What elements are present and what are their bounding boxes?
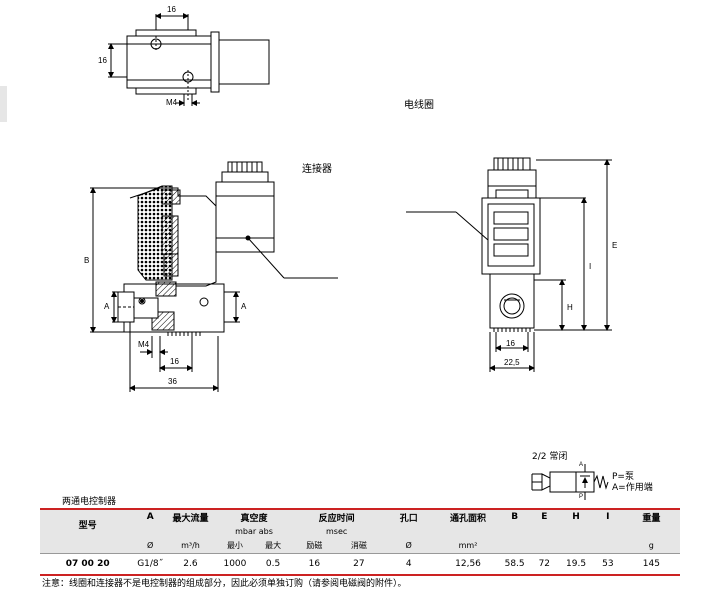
col-i: I [593,508,623,524]
front-h-dim: H [567,303,573,312]
unit-excite: 励磁 [292,538,337,554]
symbol-title: 2/2 常闭 [532,452,568,462]
header-row-units: mbar abs msec [40,524,680,538]
unit-dia-orifice: Ø [381,538,437,554]
table-title: 两通电控制器 [62,497,117,507]
symbol-port-a: A [579,462,584,468]
header-row-sub: Ø m³/h 最小 最大 励磁 消磁 Ø mm² g [40,538,680,554]
top-height-dim: 16 [98,56,107,65]
unit-flow: m³/h [165,538,216,554]
col-model: 型号 [40,508,136,538]
cell-weight: 145 [622,553,680,576]
symbol-port-p: P [579,494,584,500]
symbol-p-label: P=泵 [612,472,634,482]
cell-vac-max: 0.5 [254,553,293,576]
unit-release: 消磁 [336,538,382,554]
col-area: 通孔面积 [436,508,500,524]
col-b: B [499,508,530,524]
section-a-right-dim: A [241,302,247,311]
front-i-dim: I [589,262,592,271]
front-225-dim: 22,5 [504,358,520,367]
top-width-dim: 16 [167,5,176,14]
coil-label: 电线圈 [404,100,434,111]
footnote: 注意：线圈和连接器不是电控制器的组成部分，因此必须单独订购（请参阅电磁阀的附件）… [42,579,407,589]
cell-b: 58.5 [499,553,530,576]
cell-model: 07 00 20 [40,553,136,576]
top-m4-dim: M4 [166,98,178,107]
front-e-dim: E [612,241,618,250]
col-weight: 重量 [622,508,680,524]
unit-max: 最大 [254,538,293,554]
unit-min: 最小 [215,538,255,554]
front-view [406,157,612,372]
section-m4-dim: M4 [138,340,150,349]
col-h: H [559,508,594,524]
front-16-dim: 16 [506,339,515,348]
col-response: 反应时间 [292,508,382,524]
col-a: A [135,508,166,524]
unit-mbar: mbar abs [215,524,293,538]
table-row: 07 00 20 G1/8˝ 2.6 1000 0.5 16 27 4 12,5… [40,553,680,576]
side-tab [0,86,7,122]
section-b-dim: B [84,256,90,265]
cell-h: 19.5 [559,553,594,576]
cell-flow: 2.6 [165,553,216,576]
top-view [108,13,270,106]
spec-table: 型号 A 最大流量 真空度 反应时间 孔口 通孔面积 B E H I 重量 mb… [40,508,680,576]
col-e: E [529,508,560,524]
cell-release: 27 [336,553,382,576]
cell-area: 12,56 [436,553,500,576]
section-view [90,161,338,392]
cell-vac-min: 1000 [215,553,255,576]
unit-dia-a: Ø [135,538,166,554]
section-a-left-dim: A [104,302,110,311]
cell-a: G1/8˝ [135,553,166,576]
cell-orifice: 4 [381,553,437,576]
valve-symbol [531,464,609,500]
col-orifice: 孔口 [381,508,437,524]
header-row: 型号 A 最大流量 真空度 反应时间 孔口 通孔面积 B E H I 重量 [40,508,680,538]
col-vacuum: 真空度 [215,508,293,524]
section-36-dim: 36 [168,377,177,386]
connector-label: 连接器 [302,164,332,175]
unit-g: g [622,538,680,554]
cell-i: 53 [593,553,623,576]
section-16-dim: 16 [170,357,179,366]
unit-mm2: mm² [436,538,500,554]
unit-msec: msec [292,524,382,538]
col-max-flow: 最大流量 [165,508,216,524]
cell-e: 72 [529,553,560,576]
symbol-a-label: A=作用端 [612,483,653,493]
cell-excite: 16 [292,553,337,576]
